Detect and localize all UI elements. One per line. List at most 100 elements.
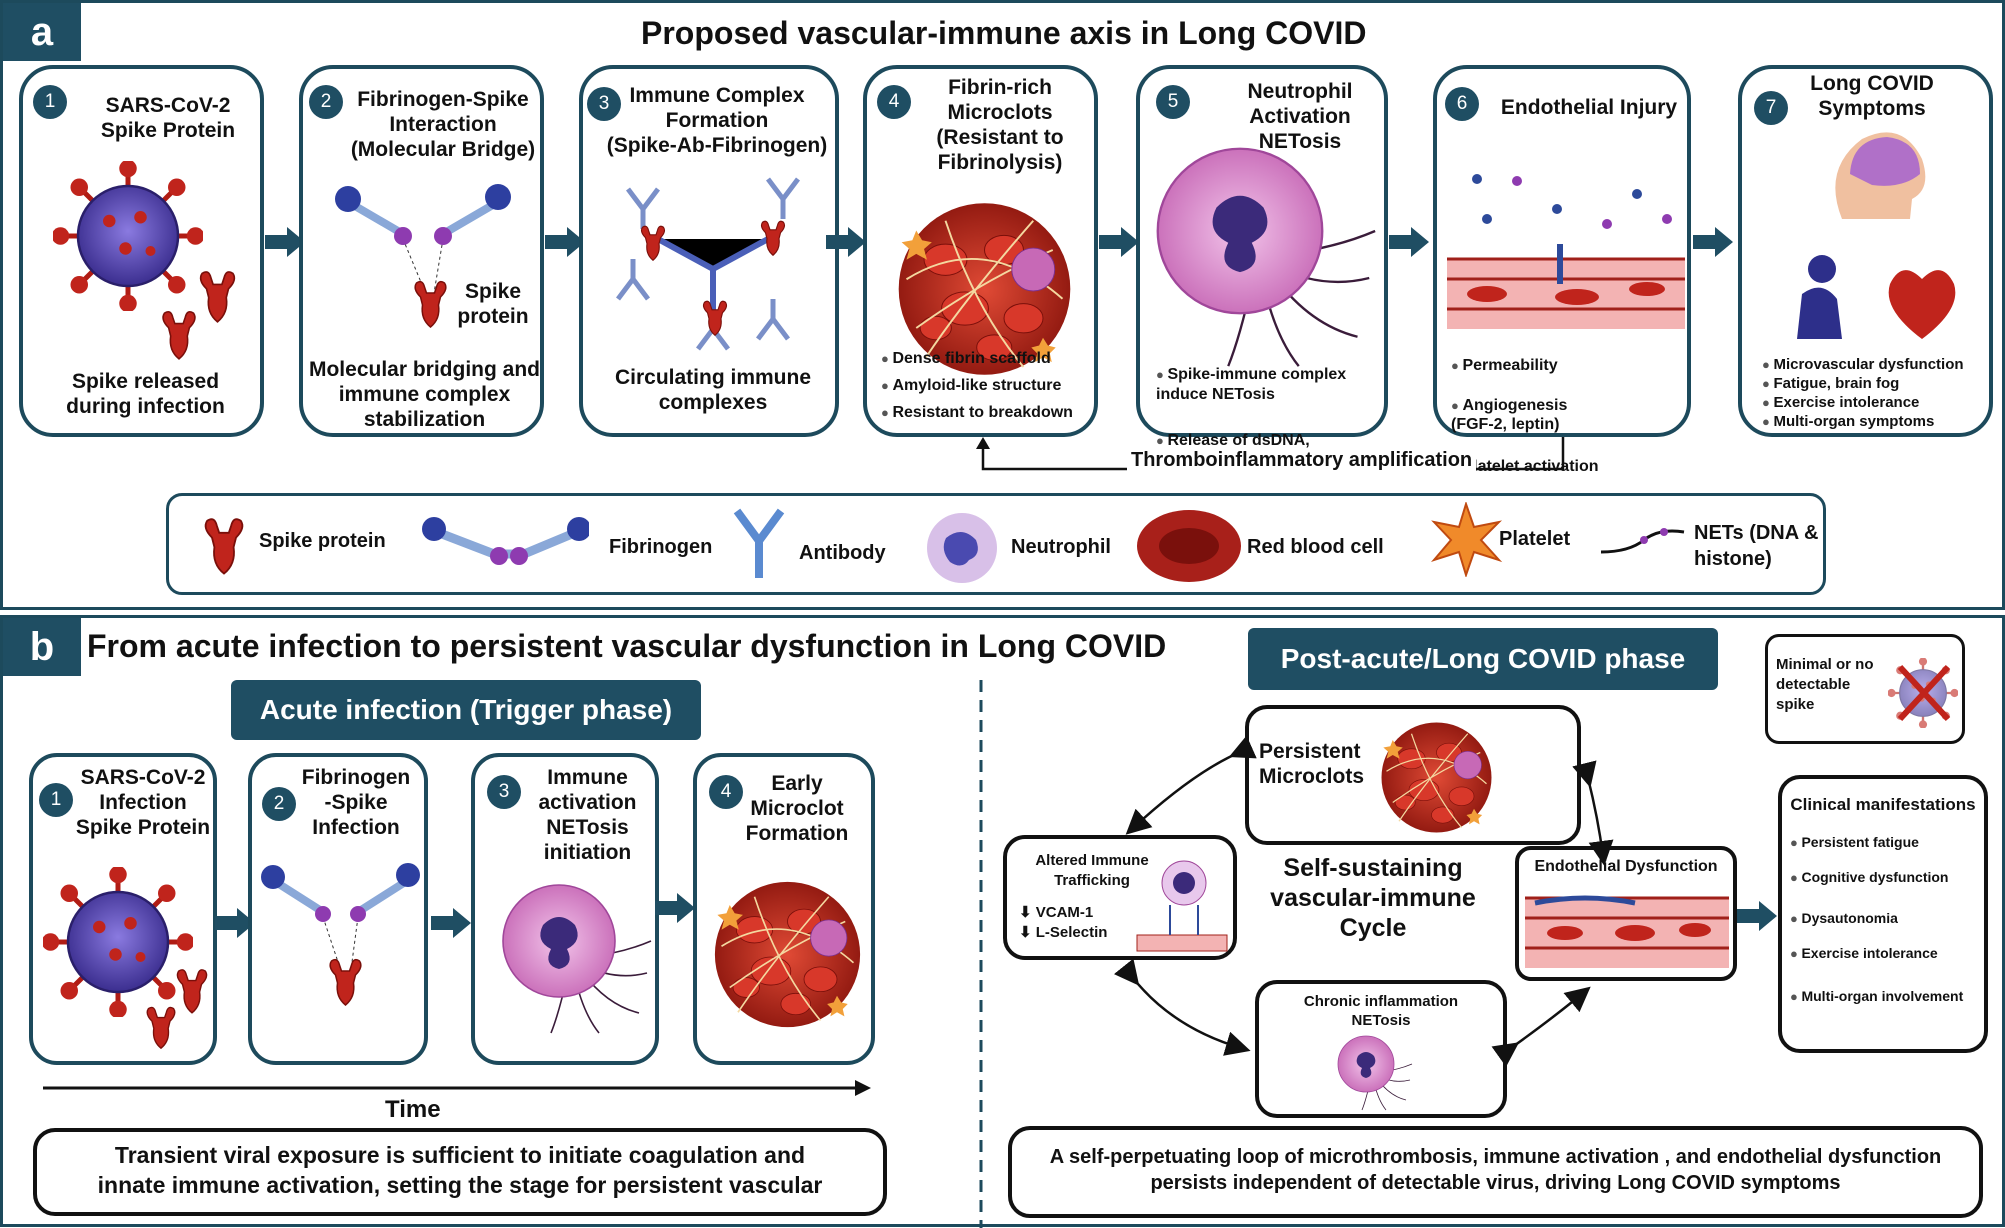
heart-icon — [1888, 270, 1956, 339]
nets-icon — [1600, 528, 1685, 554]
flow-arrow-icon — [1099, 227, 1139, 257]
flow-arrow-icon — [1693, 227, 1733, 257]
step-title: SARS-CoV-2 Spike Protein — [100, 94, 236, 142]
step-title: Fibrinogen -Spike Infection — [301, 766, 411, 839]
step-title: Fibrinogen-Spike Interaction (Molecular … — [350, 88, 536, 161]
step-title: Immune Complex Formation (Spike-Ab-Fibri… — [606, 84, 828, 157]
step-footer: Spike released during infection — [66, 370, 225, 418]
altered-immune-trafficking-node: Altered Immune Trafficking ⬇ VCAM-1 ⬇ L-… — [1003, 835, 1237, 960]
brain-icon — [1835, 132, 1926, 219]
platelet-icon — [1430, 502, 1503, 577]
acute-card-2: 2 Fibrinogen -Spike Infection — [248, 753, 428, 1065]
post-summary-box: A self-perpetuating loop of microthrombo… — [1008, 1126, 1983, 1218]
legend-label: NETs (DNA & histone) — [1694, 522, 1819, 570]
acute-card-4: 4 Early Microclot Formation — [693, 753, 875, 1065]
legend-label: Spike protein — [259, 530, 386, 552]
cycle-center-label: Self-sustaining vascular-immune Cycle — [1270, 854, 1476, 942]
clinical-item: Multi-organ involvement — [1790, 979, 1963, 1014]
panel-a: a Proposed vascular-immune axis in Long … — [0, 0, 2005, 610]
red-blood-cell-icon — [1137, 510, 1241, 582]
bullet-item: Exercise intolerance — [1762, 393, 1997, 412]
step-card-6: 6 Endothelial Injury Permeability Angiog… — [1433, 65, 1691, 475]
legend-label: Antibody — [799, 542, 886, 564]
bullet-item: Spike-immune complex induce NETosis — [1156, 365, 1386, 405]
post-acute-phase-label: Post-acute/Long COVID phase — [1248, 628, 1718, 690]
time-label: Time — [385, 1096, 441, 1123]
spike-protein-icon — [162, 310, 196, 360]
step-number: 1 — [39, 783, 73, 817]
step-number: 3 — [587, 87, 621, 121]
immune-complex-icon — [616, 177, 800, 351]
neutrophil-icon — [927, 513, 997, 583]
clinical-title: Clinical manifestations — [1790, 795, 1976, 814]
minimal-spike-box: Minimal or no detectable spike — [1765, 634, 1965, 744]
flow-arrow-icon — [655, 893, 695, 923]
bullet-item: Amyloid-like structure — [881, 372, 1096, 399]
clinical-list: Persistent fatigue Cognitive dysfunction… — [1790, 825, 1963, 1014]
step-number: 4 — [709, 775, 743, 809]
clinical-manifestations-box: Clinical manifestations Persistent fatig… — [1778, 775, 1988, 1053]
bullet-item: Angiogenesis (FGF-2, leptin) — [1451, 396, 1691, 434]
neutrophil-icon — [1156, 147, 1377, 368]
spike-protein-icon — [146, 1006, 176, 1049]
legend-label: Fibrinogen — [609, 536, 713, 558]
step-number: 4 — [877, 85, 911, 119]
flow-arrow-icon — [1389, 227, 1429, 257]
endothelium-icon — [1447, 174, 1685, 329]
bullet-item: Microvascular dysfunction — [1762, 355, 1997, 374]
spike-protein-icon — [204, 518, 244, 575]
leukocyte-rolling-icon — [1136, 860, 1228, 952]
step-card-2: 2 Fibrinogen-Spike Interaction (Molecula… — [299, 65, 544, 437]
trafficking-item: ⬇ VCAM-1 — [1019, 904, 1094, 921]
step-number: 5 — [1156, 85, 1190, 119]
bullet-item: Resistant to breakdown — [881, 399, 1096, 426]
microclot-icon — [714, 881, 861, 1028]
step-card-5: 5 Neutrophil Activation NETosis Spike-im… — [1136, 65, 1388, 469]
spike-protein-icon — [199, 271, 236, 323]
virus-icon — [43, 867, 193, 1017]
panel-a-title: Proposed vascular-immune axis in Long CO… — [641, 15, 1367, 51]
chronic-inflammation-node: Chronic inflammation NETosis — [1255, 980, 1507, 1118]
step-number: 7 — [1754, 91, 1788, 125]
person-fatigue-icon — [1797, 255, 1842, 339]
antibody-icon — [733, 508, 785, 578]
step-title: Early Microclot Formation — [745, 772, 849, 845]
step-bullets: Permeability Angiogenesis (FGF-2, leptin… — [1451, 337, 1691, 495]
fibrinogen-spike-icon — [261, 863, 420, 1006]
flow-arrow-icon — [1737, 901, 1777, 931]
flow-arrow-icon — [826, 227, 866, 257]
fibrinogen-icon — [422, 517, 589, 565]
spike-protein-label: Spike protein — [457, 280, 529, 328]
phase-divider — [979, 680, 983, 1228]
step-title: Immune activation NETosis initiation — [538, 766, 637, 864]
feedback-label: Thromboinflammatory amplification — [1127, 449, 1477, 472]
trafficking-item: ⬇ L-Selectin — [1019, 924, 1108, 941]
crossed-virus-icon — [1888, 658, 1958, 728]
time-arrow — [43, 1080, 871, 1096]
step-bullets: Dense fibrin scaffold Amyloid-like struc… — [881, 345, 1096, 426]
step-card-1: 1 SARS-CoV-2 Spike Protein Spike release… — [19, 65, 264, 437]
bullet-item: Multi-organ symptoms — [1762, 412, 1997, 431]
legend-label: Neutrophil — [1011, 536, 1111, 558]
post-summary: A self-perpetuating loop of microthrombo… — [1049, 1146, 1942, 1194]
flow-arrow-icon — [545, 227, 585, 257]
step-bullets: Microvascular dysfunction Fatigue, brain… — [1762, 355, 1997, 431]
panel-b-title: From acute infection to persistent vascu… — [87, 628, 1167, 664]
flow-arrow-icon — [215, 908, 255, 938]
clinical-item: Persistent fatigue — [1790, 825, 1963, 860]
step-number: 3 — [487, 775, 521, 809]
step-title: Endothelial Injury — [1500, 96, 1678, 119]
clinical-item: Exercise intolerance — [1790, 936, 1963, 971]
acute-summary-box: Transient viral exposure is sufficient t… — [33, 1128, 887, 1216]
bullet-item: Fatigue, brain fog — [1762, 374, 1997, 393]
node-label: Persistent Microclots — [1259, 740, 1365, 788]
step-footer: Molecular bridging and immune complex st… — [308, 358, 540, 431]
panel-b-tag: b — [3, 618, 81, 676]
panel-b: b From acute infection to persistent vas… — [0, 615, 2005, 1228]
legend-label: Platelet — [1499, 528, 1571, 550]
legend: Spike protein Fibrinogen Antibody Neutro… — [166, 493, 1826, 595]
bullet-item: Permeability — [1451, 356, 1691, 375]
step-number: 1 — [33, 85, 67, 119]
neutrophil-icon — [502, 884, 652, 1034]
acute-phase-label: Acute infection (Trigger phase) — [231, 680, 701, 740]
